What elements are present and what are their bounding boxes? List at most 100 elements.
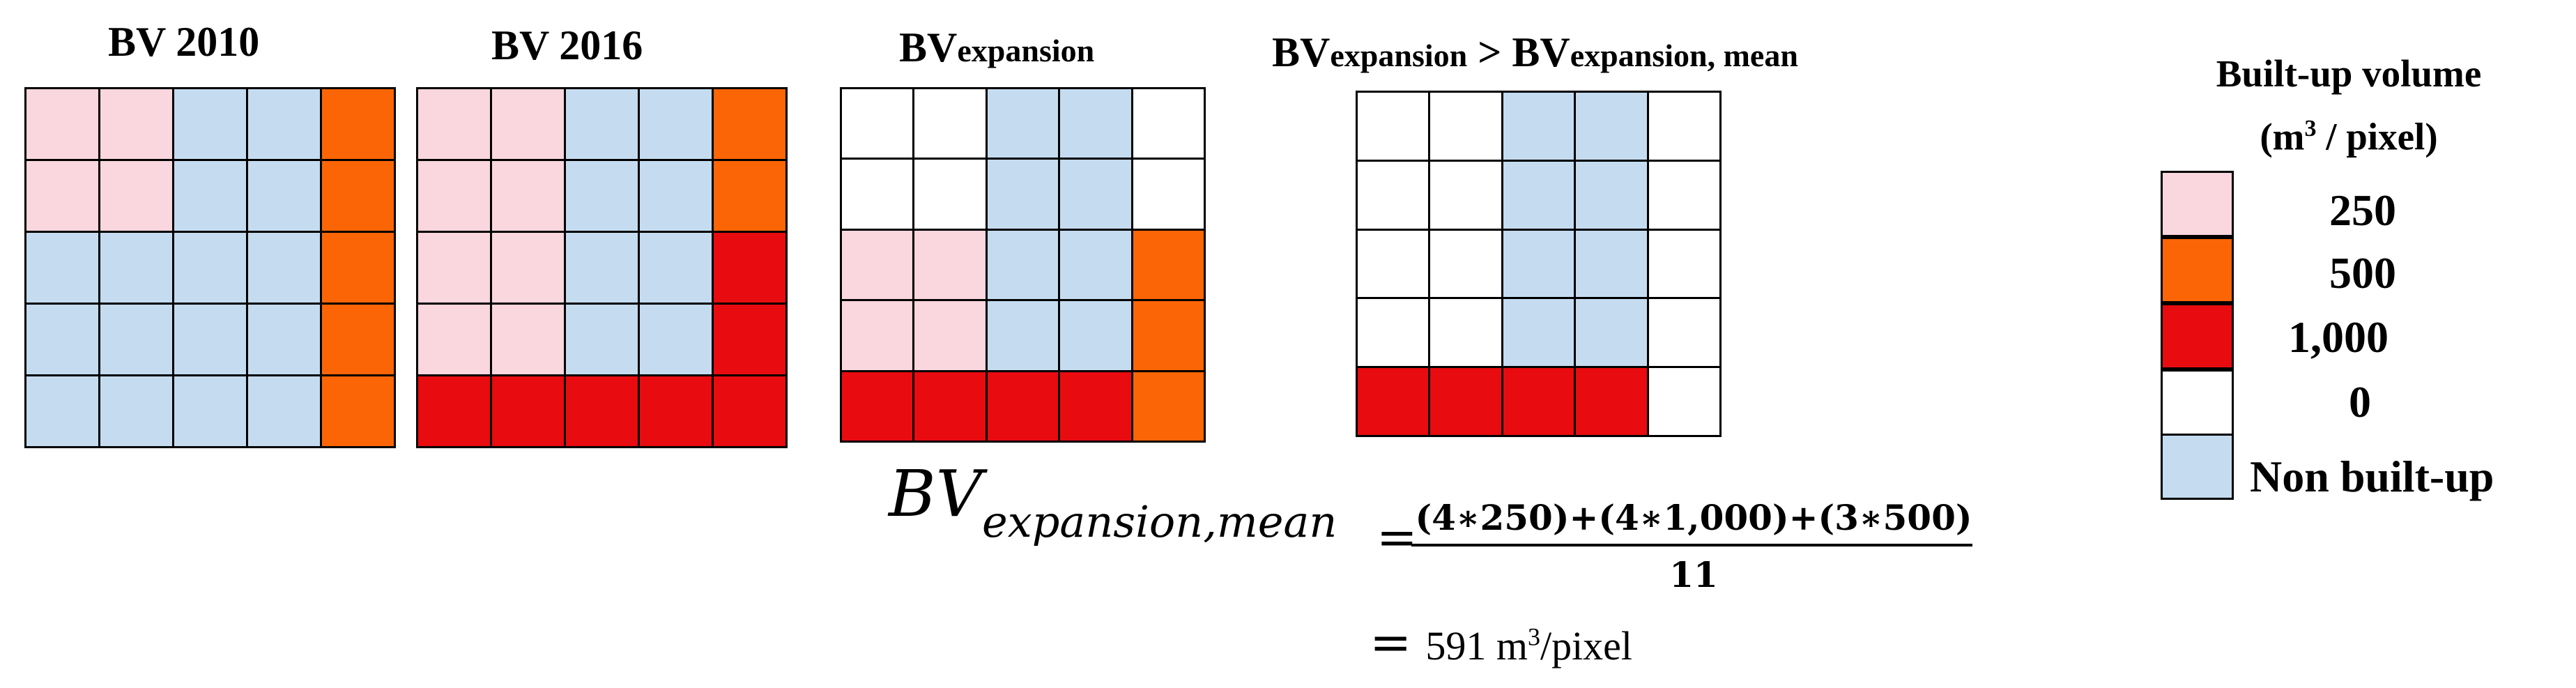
- grid-cell-nb: [640, 89, 714, 161]
- result-sup: 3: [1527, 622, 1540, 651]
- grid-cell-p1000: [1060, 372, 1133, 443]
- grid-cell-nb: [987, 301, 1061, 372]
- panel-title-bv-expansion: BVexpansion: [899, 26, 1094, 68]
- grid-cell-p500: [1133, 230, 1206, 302]
- legend-swatch-0: [2161, 369, 2234, 436]
- grid-cell-nb: [566, 161, 640, 233]
- formula-lhs: BVexpansion,mean: [889, 457, 1337, 547]
- legend-swatch-1000: [2161, 303, 2234, 369]
- grid-cell-p1000: [1358, 368, 1431, 437]
- grid-cell-p1000: [418, 376, 492, 448]
- legend-title-post: / pixel): [2316, 115, 2438, 158]
- grid-cell-p500: [322, 233, 396, 305]
- grid-cell-p250: [842, 230, 915, 302]
- grid-cell-p250: [492, 89, 566, 161]
- grid-cell-nb: [1060, 230, 1133, 302]
- grid-cell-nb: [248, 305, 322, 376]
- formula-equals: =: [1377, 509, 1418, 566]
- legend-label-250: 250: [2329, 185, 2396, 235]
- legend-label-0: 0: [2349, 377, 2371, 427]
- grid-cell-p0: [1648, 230, 1722, 300]
- grid-cell-p1000: [714, 376, 788, 448]
- grid-cell-p500: [322, 89, 396, 161]
- grid-cell-nb: [1503, 299, 1577, 369]
- grid-cell-p1000: [987, 372, 1061, 443]
- grid-cell-p0: [1358, 230, 1431, 300]
- grid-cell-p1000: [1503, 368, 1577, 437]
- legend-title-sup: 3: [2304, 116, 2317, 142]
- formula-result: =591 m3/pixel: [1370, 617, 1632, 667]
- grid-cell-nb: [1060, 160, 1133, 231]
- panel-title-main: BV 2010: [108, 19, 260, 65]
- grid-cell-p250: [100, 161, 174, 233]
- grid-cell-p0: [1358, 161, 1431, 231]
- grid-cell-nb: [640, 305, 714, 376]
- result-value: 591 m: [1425, 623, 1528, 668]
- grid-cell-p0: [1358, 299, 1431, 369]
- grid-cell-p500: [714, 89, 788, 161]
- grid-cell-p250: [418, 305, 492, 376]
- grid-cell-nb: [640, 233, 714, 305]
- legend-title-pre: (m: [2260, 115, 2305, 158]
- grid-cell-p0: [914, 160, 988, 231]
- grid-cell-p1000: [640, 376, 714, 448]
- panel-title-main: BV 2016: [491, 22, 643, 68]
- result-unit: /pixel: [1540, 623, 1633, 668]
- result-equals: =: [1370, 613, 1412, 671]
- grid-cell-p0: [1648, 368, 1722, 437]
- grid-cell-nb: [174, 376, 248, 448]
- grid-cell-p250: [492, 233, 566, 305]
- grid-cell-p250: [842, 301, 915, 372]
- grid-cell-nb: [26, 305, 100, 376]
- formula-fraction-bar: [1411, 544, 1972, 546]
- grid-cell-nb: [174, 305, 248, 376]
- panel-title-main: BV: [899, 24, 958, 70]
- legend-swatch-500: [2161, 237, 2234, 303]
- grid-cell-p0: [1133, 160, 1206, 231]
- grid-cell-nb: [26, 376, 100, 448]
- formula-lhs-sub: expansion,mean: [982, 496, 1337, 547]
- grid-bv-expansion-gt-mean: [1356, 91, 1722, 437]
- panel-title-rest: > BV: [1467, 29, 1570, 75]
- grid-cell-nb: [987, 160, 1061, 231]
- grid-cell-nb: [640, 161, 714, 233]
- panel-title-bv-expansion-gt-mean: BVexpansion > BVexpansion, mean: [1272, 31, 1798, 73]
- grid-cell-p250: [26, 89, 100, 161]
- grid-cell-nb: [1576, 230, 1649, 300]
- grid-bv-2010: [24, 87, 396, 448]
- legend-title-line1: Built-up volume: [2216, 52, 2482, 95]
- grid-cell-p500: [322, 161, 396, 233]
- grid-cell-p0: [1358, 93, 1431, 162]
- grid-cell-p0: [1430, 230, 1503, 300]
- grid-cell-p250: [100, 89, 174, 161]
- panel-title-sub: expansion: [1330, 38, 1468, 73]
- grid-cell-nb: [1503, 161, 1577, 231]
- grid-cell-nb: [566, 89, 640, 161]
- grid-cell-p0: [842, 89, 915, 160]
- grid-cell-p250: [418, 233, 492, 305]
- formula-numerator: (4∗250)+(4∗1,000)+(3∗500): [1415, 497, 1972, 538]
- grid-cell-p500: [322, 305, 396, 376]
- grid-cell-nb: [26, 233, 100, 305]
- grid-cell-p250: [914, 230, 988, 302]
- formula-denominator: 11: [1669, 554, 1718, 595]
- panel-title-bv-2010: BV 2010: [108, 21, 259, 63]
- grid-cell-nb: [100, 305, 174, 376]
- grid-cell-nb: [248, 233, 322, 305]
- legend-title-line2: (m3 / pixel): [2133, 115, 2565, 158]
- grid-cell-nb: [1503, 93, 1577, 162]
- grid-bv-expansion: [840, 87, 1206, 443]
- formula-lhs-main: BV: [889, 457, 983, 531]
- legend-label-1000: 1,000: [2288, 312, 2389, 362]
- grid-cell-nb: [248, 376, 322, 448]
- grid-cell-nb: [566, 305, 640, 376]
- legend-label-non-built-up: Non built-up: [2250, 452, 2494, 501]
- grid-cell-p0: [1430, 161, 1503, 231]
- grid-bv-2016: [416, 87, 788, 448]
- grid-cell-p1000: [714, 305, 788, 376]
- grid-cell-p500: [1133, 372, 1206, 443]
- grid-cell-nb: [1576, 161, 1649, 231]
- grid-cell-p0: [1648, 161, 1722, 231]
- grid-cell-p0: [1430, 93, 1503, 162]
- grid-cell-p1000: [566, 376, 640, 448]
